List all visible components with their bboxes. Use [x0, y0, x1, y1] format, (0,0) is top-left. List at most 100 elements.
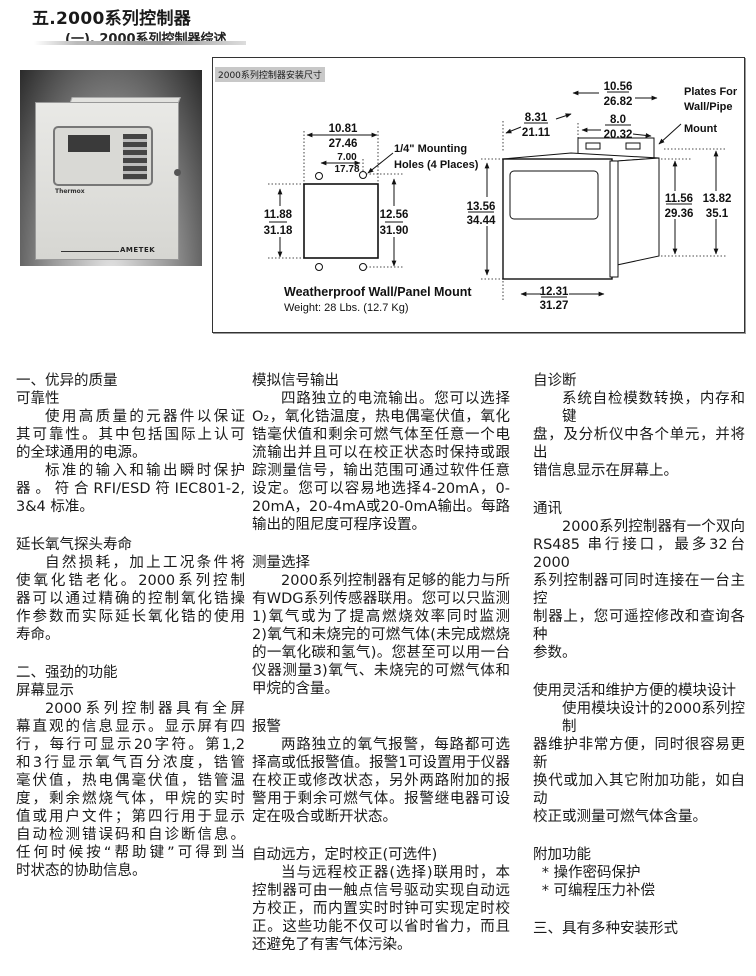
- paragraph-line: 踪测量信号，输出范围可通过软件任意: [252, 463, 510, 479]
- dim-wall-left-in: 11.88: [264, 209, 293, 221]
- text-section: 一、优异的质量可靠性使用高质量的元器件以保证其可靠性。其中包括国际上认可的全球通…: [16, 372, 245, 516]
- paragraph-line: 方校正，而内置实时时钟可实现定时校: [252, 901, 510, 917]
- dim-plate-cm: 20.32: [604, 129, 633, 141]
- paragraph-line: 器维护非常方便，同时很容易更新: [533, 737, 745, 771]
- paragraph: 系统自检模数转换，内存和键盘，及分析仪中各个单元，并将出错信息显示在屏幕上。: [533, 390, 745, 480]
- paragraph-line: 参数。: [533, 645, 577, 661]
- section-heading: 自诊断: [533, 373, 577, 389]
- paragraph-line: 度，剩余燃烧气体，甲烷的实时: [16, 791, 245, 807]
- mounting-dimensions-diagram: 2000系列控制器安装尺寸: [212, 57, 745, 333]
- paragraph-line: 使氧化锆老化。2000系列控制: [16, 573, 245, 589]
- paragraph-line: 的全球通用的电源。: [16, 445, 147, 461]
- wall-mount-weight: Weight: 28 Lbs. (12.7 Kg): [284, 302, 409, 314]
- paragraph-line: 有WDG系列传感器联用。您可以只监测: [252, 591, 510, 607]
- paragraph-line: 20mA，20-4mA或20-0mA输出。每路: [252, 499, 510, 515]
- paragraph-line: 两路独立的氧气报警，每路都可选: [281, 737, 510, 753]
- section-heading: 自动远方，定时校正(可选件): [252, 847, 438, 863]
- door-latch-icon: [174, 169, 181, 176]
- section-heading: 一、优异的质量: [16, 373, 118, 389]
- wall-mount-caption: Weatherproof Wall/Panel Mount: [284, 285, 472, 299]
- text-section: 三、具有多种安装形式: [533, 920, 745, 938]
- paragraph-line: 择高或低报警值。报警1可设置用于仪器: [252, 755, 510, 771]
- lcd-screen: [68, 135, 110, 152]
- bullet-item: * 操作密码保护: [541, 865, 641, 881]
- plates-note-line3: Mount: [684, 123, 717, 135]
- dim-side-h-in: 11.56: [665, 193, 693, 205]
- paragraph: 使用模块设计的2000系列控制器维护非常方便，同时很容易更新换代或加入其它附加功…: [533, 700, 745, 826]
- text-column-3: 自诊断系统自检模数转换，内存和键盘，及分析仪中各个单元，并将出错信息显示在屏幕上…: [533, 372, 745, 938]
- paragraph-line: 警用于剩余可燃气体。报警继电器可设: [252, 791, 510, 807]
- dim-box-depth-in: 8.31: [525, 112, 548, 124]
- mounting-hole-icon: [359, 263, 367, 271]
- page-title: 五.2000系列控制器: [32, 9, 192, 29]
- text-section: 自诊断系统自检模数转换，内存和键盘，及分析仪中各个单元，并将出错信息显示在屏幕上…: [533, 372, 745, 480]
- paragraph: 2000系列控制器具有全屏幕直观的信息显示。显示屏有四行，每行可显示20字符。第…: [16, 700, 245, 880]
- paragraph-line: 1)氧气或为了提高燃烧效率同时监测: [252, 609, 510, 625]
- controller-photo: Thermox AMETEK: [20, 70, 202, 266]
- text-section: 延长氧气探头寿命自然损耗，加上工况条件将使氧化锆老化。2000系列控制器可以通过…: [16, 536, 245, 644]
- paragraph-line: 控制器可由一触点信号驱动实现自动远: [252, 883, 510, 899]
- paragraph-line: 寿命。: [16, 627, 60, 643]
- dimension-drawing: 10.81 27.46 7.00 17.78 11.88 31.18 12.56…: [264, 81, 738, 314]
- display-panel: [53, 126, 153, 186]
- paragraph-line: 还避免了有害气体污染。: [252, 937, 412, 953]
- paragraph-line: 自然损耗，加上工况条件将: [45, 555, 245, 571]
- plates-note-line2: Wall/Pipe: [684, 101, 733, 113]
- dim-front-h-in: 13.56: [467, 201, 496, 213]
- brand-ametek: AMETEK: [120, 246, 156, 254]
- dim-wall-right-in: 12.56: [380, 209, 409, 221]
- dim-wall-width-in: 10.81: [329, 123, 358, 135]
- section-heading: 延长氧气探头寿命: [16, 537, 132, 553]
- dim-box-width-cm: 31.27: [540, 300, 569, 312]
- paragraph-line: 幕直观的信息显示。显示屏有四: [16, 719, 245, 735]
- holes-note-line1: 1/4" Mounting: [394, 143, 467, 155]
- section-heading: 使用灵活和维护方便的模块设计: [533, 683, 736, 699]
- paragraph-line: 锆毫伏值和剩余可燃气体至任意一个电: [252, 427, 510, 443]
- dim-box-width-in: 12.31: [540, 286, 569, 298]
- paragraph-line: 自动检测错误码和自诊断信息。: [16, 827, 245, 843]
- text-section: 报警两路独立的氧气报警，每路都可选择高或低报警值。报警1可设置用于仪器在校正或修…: [252, 718, 510, 826]
- paragraph-line: 甲烷的含量。: [252, 681, 339, 697]
- paragraph-line: 标准的输入和输出瞬时保护: [45, 463, 245, 479]
- paragraph-line: 制器上，您可遥控修改和查询各种: [533, 609, 745, 643]
- paragraph-line: 盘，及分析仪中各个单元，并将出: [533, 427, 745, 461]
- paragraph-line: 仪器测量3)氧气、未烧完的可燃气体和: [252, 663, 510, 679]
- wall-mount-outline: [303, 183, 379, 259]
- paragraph-line: 和3行显示氧气百分浓度，锆管: [16, 755, 245, 771]
- section-heading: 模拟信号输出: [252, 373, 339, 389]
- dim-wall-left-cm: 31.18: [264, 225, 293, 237]
- bullet-item: * 可编程压力补偿: [541, 883, 656, 899]
- paragraph-line: 流输出并且可以在校正状态时保持或跟: [252, 445, 510, 461]
- paragraph: 当与远程校正器(选择)联用时，本控制器可由一触点信号驱动实现自动远方校正，而内置…: [252, 864, 510, 954]
- dim-plate-in: 8.0: [610, 114, 626, 126]
- brand-thermox: Thermox: [55, 188, 85, 195]
- paragraph-line: O₂，氧化锆温度，热电偶毫伏值，氧化: [252, 409, 510, 425]
- section-subheading: 屏幕显示: [16, 683, 74, 699]
- paragraph-line: 的一氧化碳和氢气)。您甚至可以用一台: [252, 645, 510, 661]
- plates-note-line1: Plates For: [684, 86, 738, 98]
- paragraph-line: 换代或加入其它附加功能，如自动: [533, 773, 745, 807]
- dim-front-h-cm: 34.44: [467, 215, 496, 227]
- section-subheading: 可靠性: [16, 391, 60, 407]
- paragraph-line: 在校正或修改状态，另外两路附加的报: [252, 773, 510, 789]
- dim-total-h-in: 13.82: [703, 193, 732, 205]
- enclosure-window: [509, 170, 599, 220]
- section-heading: 通讯: [533, 501, 562, 517]
- paragraph-line: 时状态的协助信息。: [16, 863, 147, 879]
- paragraph: 自然损耗，加上工况条件将使氧化锆老化。2000系列控制器可以通过精确的控制氧化锆…: [16, 554, 245, 644]
- paragraph-line: 值或用户文件；第四行用于显示: [16, 809, 245, 825]
- section-heading: 附加功能: [533, 847, 591, 863]
- keypad: [123, 134, 147, 180]
- paragraph-line: 3&4 标准。: [16, 499, 94, 515]
- paragraph-line: 器可以通过精确的控制氧化锆操: [16, 591, 245, 607]
- section-heading: 二、强劲的功能: [16, 665, 118, 681]
- section-heading: 三、具有多种安装形式: [533, 921, 678, 937]
- text-section: 自动远方，定时校正(可选件)当与远程校正器(选择)联用时，本控制器可由一触点信号…: [252, 846, 510, 954]
- paragraph-line: 校正或测量可燃气体含量。: [533, 809, 707, 825]
